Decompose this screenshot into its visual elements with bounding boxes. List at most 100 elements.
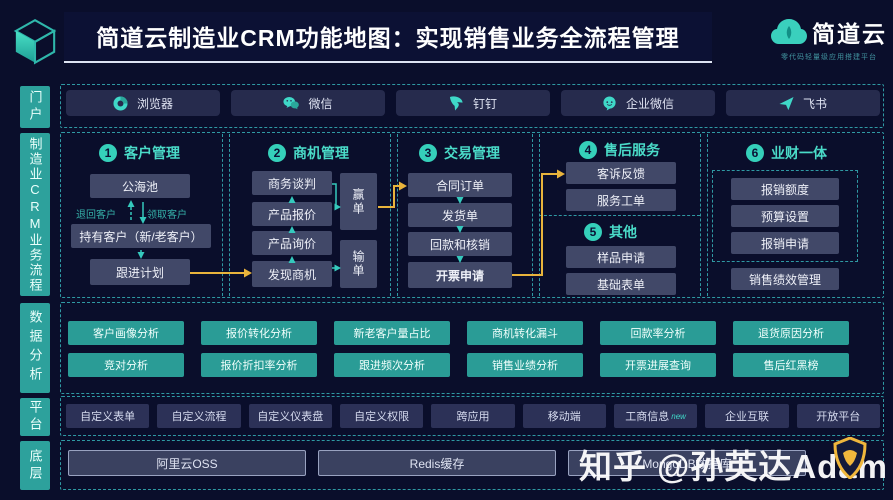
portal-item-feishu: 飞书 xyxy=(726,90,880,116)
flow-box-complaint-feedback: 客诉反馈 xyxy=(566,162,676,184)
flow-box-negotiation: 商务谈判 xyxy=(252,171,332,195)
cube-logo-icon xyxy=(13,18,57,65)
infra-item-oss: 阿里云OSS xyxy=(68,450,306,476)
section-title-customer: 1 客户管理 xyxy=(99,143,180,163)
finance-subframe xyxy=(712,170,858,262)
crm-section-frame xyxy=(60,132,884,298)
portal-section-frame xyxy=(60,84,884,128)
flow-box-held-customers: 持有客户（新/老客户） xyxy=(71,224,211,248)
sidebar-item-portal: 门户 xyxy=(20,86,50,128)
flow-box-invoice-request: 开票申请 xyxy=(408,262,512,288)
flow-box-budget-setting: 预算设置 xyxy=(731,205,839,227)
analysis-chip: 新老客户量占比 xyxy=(334,321,450,345)
analysis-chip: 跟进频次分析 xyxy=(334,353,450,377)
analysis-chip: 报价折扣率分析 xyxy=(201,353,317,377)
logo-tagline: 零代码轻量级应用搭建平台 xyxy=(781,54,877,61)
platform-item-enterprise-connect: 企业互联 xyxy=(705,404,789,428)
portal-row: 浏览器 微信 钉钉 企业微信 飞书 xyxy=(66,90,880,116)
platform-item-custom-flow: 自定义流程 xyxy=(157,404,241,428)
flow-box-win-order: 赢单 xyxy=(340,173,377,230)
flow-connectors xyxy=(127,169,565,278)
sidebar-item-infra: 底层 xyxy=(20,441,50,490)
flow-box-sample-request: 样品申请 xyxy=(566,246,676,268)
flow-box-sales-performance: 销售绩效管理 xyxy=(731,268,839,290)
platform-item-open-platform: 开放平台 xyxy=(796,404,880,428)
sidebar-item-crm-process: 制造业CRM业务流程 xyxy=(20,133,50,296)
flow-box-inquiry: 产品询价 xyxy=(252,231,332,255)
dingtalk-icon xyxy=(449,95,463,111)
column-separator xyxy=(397,134,398,296)
flow-box-service-ticket: 服务工单 xyxy=(566,189,676,211)
platform-item-custom-permission: 自定义权限 xyxy=(339,404,424,428)
platform-item-custom-form: 自定义表单 xyxy=(66,404,150,428)
portal-item-wecom: 企业微信 xyxy=(561,90,715,116)
platform-item-mobile: 移动端 xyxy=(522,404,606,428)
aftersales-other-divider xyxy=(539,215,700,216)
infra-row: 阿里云OSS Redis缓存 MongoDB数据库 xyxy=(68,450,806,476)
portal-item-wechat: 微信 xyxy=(231,90,385,116)
label-return-customer: 退回客户 xyxy=(76,210,116,221)
section-number-badge: 4 xyxy=(579,141,597,159)
portal-item-dingtalk: 钉钉 xyxy=(396,90,550,116)
sidebar-item-data-analysis: 数据分析 xyxy=(20,303,50,393)
new-badge: new xyxy=(671,411,686,421)
jiandaoyun-logo: 简道云 零代码轻量级应用搭建平台 xyxy=(768,15,890,62)
analysis-chip: 售后红黑榜 xyxy=(733,353,849,377)
title-underline xyxy=(64,61,712,63)
section-number-badge: 5 xyxy=(584,223,602,241)
analysis-chip: 退货原因分析 xyxy=(733,321,849,345)
page-title: 简道云制造业CRM功能地图：实现销售业务全流程管理 xyxy=(96,25,680,51)
infra-item-redis: Redis缓存 xyxy=(318,450,556,476)
analysis-chip: 报价转化分析 xyxy=(201,321,317,345)
flow-box-payment-writeoff: 回款和核销 xyxy=(408,232,512,256)
flow-box-delivery-note: 发货单 xyxy=(408,203,512,227)
column-separator xyxy=(222,134,223,296)
column-separator xyxy=(707,134,708,296)
analysis-chip: 回款率分析 xyxy=(600,321,716,345)
section-title-opportunity: 2 商机管理 xyxy=(268,143,349,163)
section-title-transaction: 3 交易管理 xyxy=(419,143,500,163)
flow-box-discover-opportunity: 发现商机 xyxy=(252,261,332,287)
wecom-icon xyxy=(603,95,616,111)
infra-section-frame xyxy=(60,440,884,490)
logo-text: 简道云 xyxy=(812,21,887,47)
flow-box-reimburse-quota: 报销额度 xyxy=(731,178,839,200)
header-title-bar: 简道云制造业CRM功能地图：实现销售业务全流程管理 xyxy=(64,12,712,60)
analysis-chip: 竞对分析 xyxy=(68,353,184,377)
flow-box-followup-plan: 跟进计划 xyxy=(90,259,190,285)
platform-item-custom-dashboard: 自定义仪表盘 xyxy=(248,404,332,428)
section-title-other: 5 其他 xyxy=(584,222,637,242)
sidebar-item-platform: 平台 xyxy=(20,398,50,436)
analysis-section-frame xyxy=(60,302,884,394)
flow-box-contract-order: 合同订单 xyxy=(408,173,512,197)
platform-item-cross-app: 跨应用 xyxy=(431,404,515,428)
zhihu-shield-icon xyxy=(833,437,867,479)
column-separator xyxy=(229,134,230,296)
infra-item-mongodb: MongoDB数据库 xyxy=(568,450,806,476)
column-separator xyxy=(390,134,391,296)
section-number-badge: 3 xyxy=(419,144,437,162)
analysis-row-2: 竞对分析 报价折扣率分析 跟进频次分析 销售业绩分析 开票进展查询 售后红黑榜 xyxy=(68,353,858,377)
analysis-chip: 客户画像分析 xyxy=(68,321,184,345)
section-number-badge: 6 xyxy=(746,144,764,162)
platform-section-frame xyxy=(60,396,884,436)
flow-box-quotation: 产品报价 xyxy=(252,202,332,226)
flow-box-basic-form: 基础表单 xyxy=(566,273,676,295)
column-separator xyxy=(532,134,533,296)
label-claim-customer: 领取客户 xyxy=(147,210,187,221)
section-number-badge: 1 xyxy=(99,144,117,162)
analysis-chip: 销售业绩分析 xyxy=(467,353,583,377)
column-separator xyxy=(700,134,701,296)
flow-box-public-pool: 公海池 xyxy=(90,174,190,198)
cloud-logo-icon xyxy=(771,19,807,44)
analysis-row-1: 客户画像分析 报价转化分析 新老客户量占比 商机转化漏斗 回款率分析 退货原因分… xyxy=(68,321,858,345)
section-number-badge: 2 xyxy=(268,144,286,162)
analysis-chip: 开票进展查询 xyxy=(600,353,716,377)
flow-box-reimburse-request: 报销申请 xyxy=(731,232,839,254)
section-title-aftersales: 4 售后服务 xyxy=(579,140,660,160)
feishu-icon xyxy=(779,96,794,110)
portal-item-browser: 浏览器 xyxy=(66,90,220,116)
flow-box-lose-order: 输单 xyxy=(340,240,377,288)
